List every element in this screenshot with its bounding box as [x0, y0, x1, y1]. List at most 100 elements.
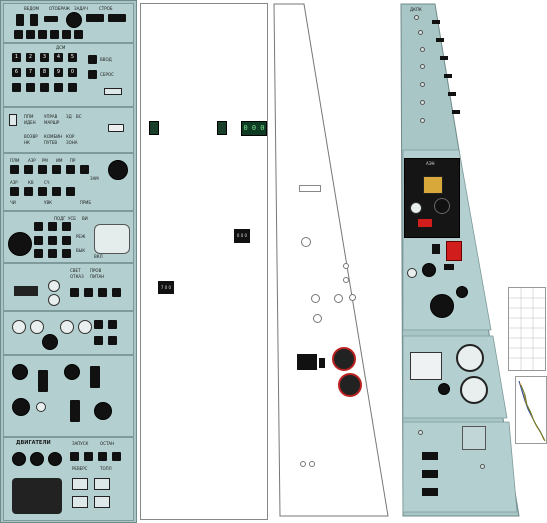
lower-knob[interactable] [48, 280, 60, 292]
panel4-switch[interactable] [432, 20, 440, 24]
mode-key[interactable] [24, 187, 33, 196]
top-switch[interactable] [108, 14, 126, 22]
mid-key[interactable] [48, 236, 57, 245]
mode-key[interactable] [52, 187, 61, 196]
keypad-key-extra[interactable] [68, 83, 77, 92]
large-knob[interactable] [12, 398, 30, 416]
panel4-knob[interactable] [407, 268, 417, 278]
top-key[interactable] [50, 30, 59, 39]
round-knob[interactable] [12, 320, 26, 334]
panel4-knob[interactable] [410, 202, 422, 214]
top-switch[interactable] [44, 16, 58, 22]
mode-key[interactable] [24, 165, 33, 174]
engine-lever-block[interactable] [12, 478, 62, 514]
keypad-key-5[interactable]: 5 [68, 53, 77, 62]
keypad-key-9[interactable]: 9 [54, 68, 63, 77]
keypad-key-3[interactable]: 3 [40, 53, 49, 62]
engine-key[interactable] [84, 452, 93, 461]
top-key[interactable] [26, 30, 35, 39]
mid-key[interactable] [62, 236, 71, 245]
lower-knob[interactable] [48, 294, 60, 306]
mid-key[interactable] [34, 249, 43, 258]
keypad-key-4[interactable]: 4 [54, 53, 63, 62]
engine-knob[interactable] [48, 452, 62, 466]
small-key[interactable] [108, 320, 117, 329]
mid-key[interactable] [48, 222, 57, 231]
panel4-switch[interactable] [444, 74, 452, 78]
panel4-knob[interactable] [456, 286, 468, 298]
mid-key[interactable] [62, 222, 71, 231]
mode-key[interactable] [52, 165, 61, 174]
engine-knob[interactable] [12, 452, 26, 466]
large-knob[interactable] [12, 364, 28, 380]
keypad-key-6[interactable]: 6 [12, 68, 21, 77]
engine-knob[interactable] [30, 452, 44, 466]
key-slot[interactable] [94, 224, 130, 254]
nav-switch[interactable] [108, 124, 124, 132]
lower-key[interactable] [98, 288, 107, 297]
mode-key[interactable] [66, 165, 75, 174]
small-key[interactable] [108, 336, 117, 345]
keypad-key-2[interactable]: 2 [26, 53, 35, 62]
lower-key[interactable] [84, 288, 93, 297]
small-round-knob[interactable] [36, 402, 46, 412]
top-switch[interactable] [86, 14, 104, 22]
top-key[interactable] [74, 30, 83, 39]
panel4-switch[interactable] [440, 56, 448, 60]
keypad-key-8[interactable]: 8 [40, 68, 49, 77]
keypad-key-1[interactable]: 1 [12, 53, 21, 62]
round-knob[interactable] [30, 320, 44, 334]
round-knob[interactable] [60, 320, 74, 334]
rocker-switch[interactable] [70, 400, 80, 422]
panel4-knob[interactable] [430, 294, 454, 318]
panel3-small-switch[interactable] [319, 358, 325, 368]
panel4-switch[interactable] [452, 110, 460, 114]
panel4-switch[interactable] [422, 452, 438, 460]
enter-key[interactable] [88, 55, 97, 64]
top-key[interactable] [38, 30, 47, 39]
large-knob[interactable] [64, 364, 80, 380]
small-key[interactable] [94, 320, 103, 329]
mode-key[interactable] [38, 165, 47, 174]
keypad-key-0[interactable]: 0 [68, 68, 77, 77]
mode-key[interactable] [10, 187, 19, 196]
mid-key[interactable] [34, 222, 43, 231]
switch-block[interactable] [14, 286, 38, 296]
mid-key[interactable] [48, 249, 57, 258]
panel4-knob[interactable] [434, 198, 450, 214]
keypad-key-extra[interactable] [40, 83, 49, 92]
top-key[interactable] [62, 30, 71, 39]
panel4-switch[interactable] [444, 264, 454, 270]
top-switch[interactable] [16, 14, 24, 26]
reset-key[interactable] [88, 70, 97, 79]
panel4-switch[interactable] [448, 92, 456, 96]
mid-knob[interactable] [8, 232, 32, 256]
mode-key[interactable] [80, 165, 89, 174]
lower-key[interactable] [70, 288, 79, 297]
mode-key[interactable] [10, 165, 19, 174]
panel4-switch[interactable] [432, 244, 440, 254]
keypad-key-extra[interactable] [26, 83, 35, 92]
panel4-knob[interactable] [438, 383, 450, 395]
engine-key[interactable] [70, 452, 79, 461]
panel4-switch[interactable] [436, 38, 444, 42]
panel3-switch[interactable] [297, 354, 317, 370]
mode-key[interactable] [66, 187, 75, 196]
top-switch[interactable] [30, 14, 38, 26]
panel4-switch[interactable] [422, 470, 438, 478]
engine-key[interactable] [98, 452, 107, 461]
mode-key[interactable] [38, 187, 47, 196]
mode-selector-knob[interactable] [108, 160, 128, 180]
lower-key[interactable] [112, 288, 121, 297]
mid-key[interactable] [34, 236, 43, 245]
keypad-key-extra[interactable] [12, 83, 21, 92]
round-knob[interactable] [78, 320, 92, 334]
panel4-knob[interactable] [422, 263, 436, 277]
mid-key[interactable] [62, 249, 71, 258]
engine-key[interactable] [112, 452, 121, 461]
top-key[interactable] [14, 30, 23, 39]
rocker-switch[interactable] [38, 370, 48, 392]
top-knob[interactable] [66, 12, 82, 28]
rocker-switch[interactable] [90, 366, 100, 388]
panel4-switch[interactable] [422, 488, 438, 496]
